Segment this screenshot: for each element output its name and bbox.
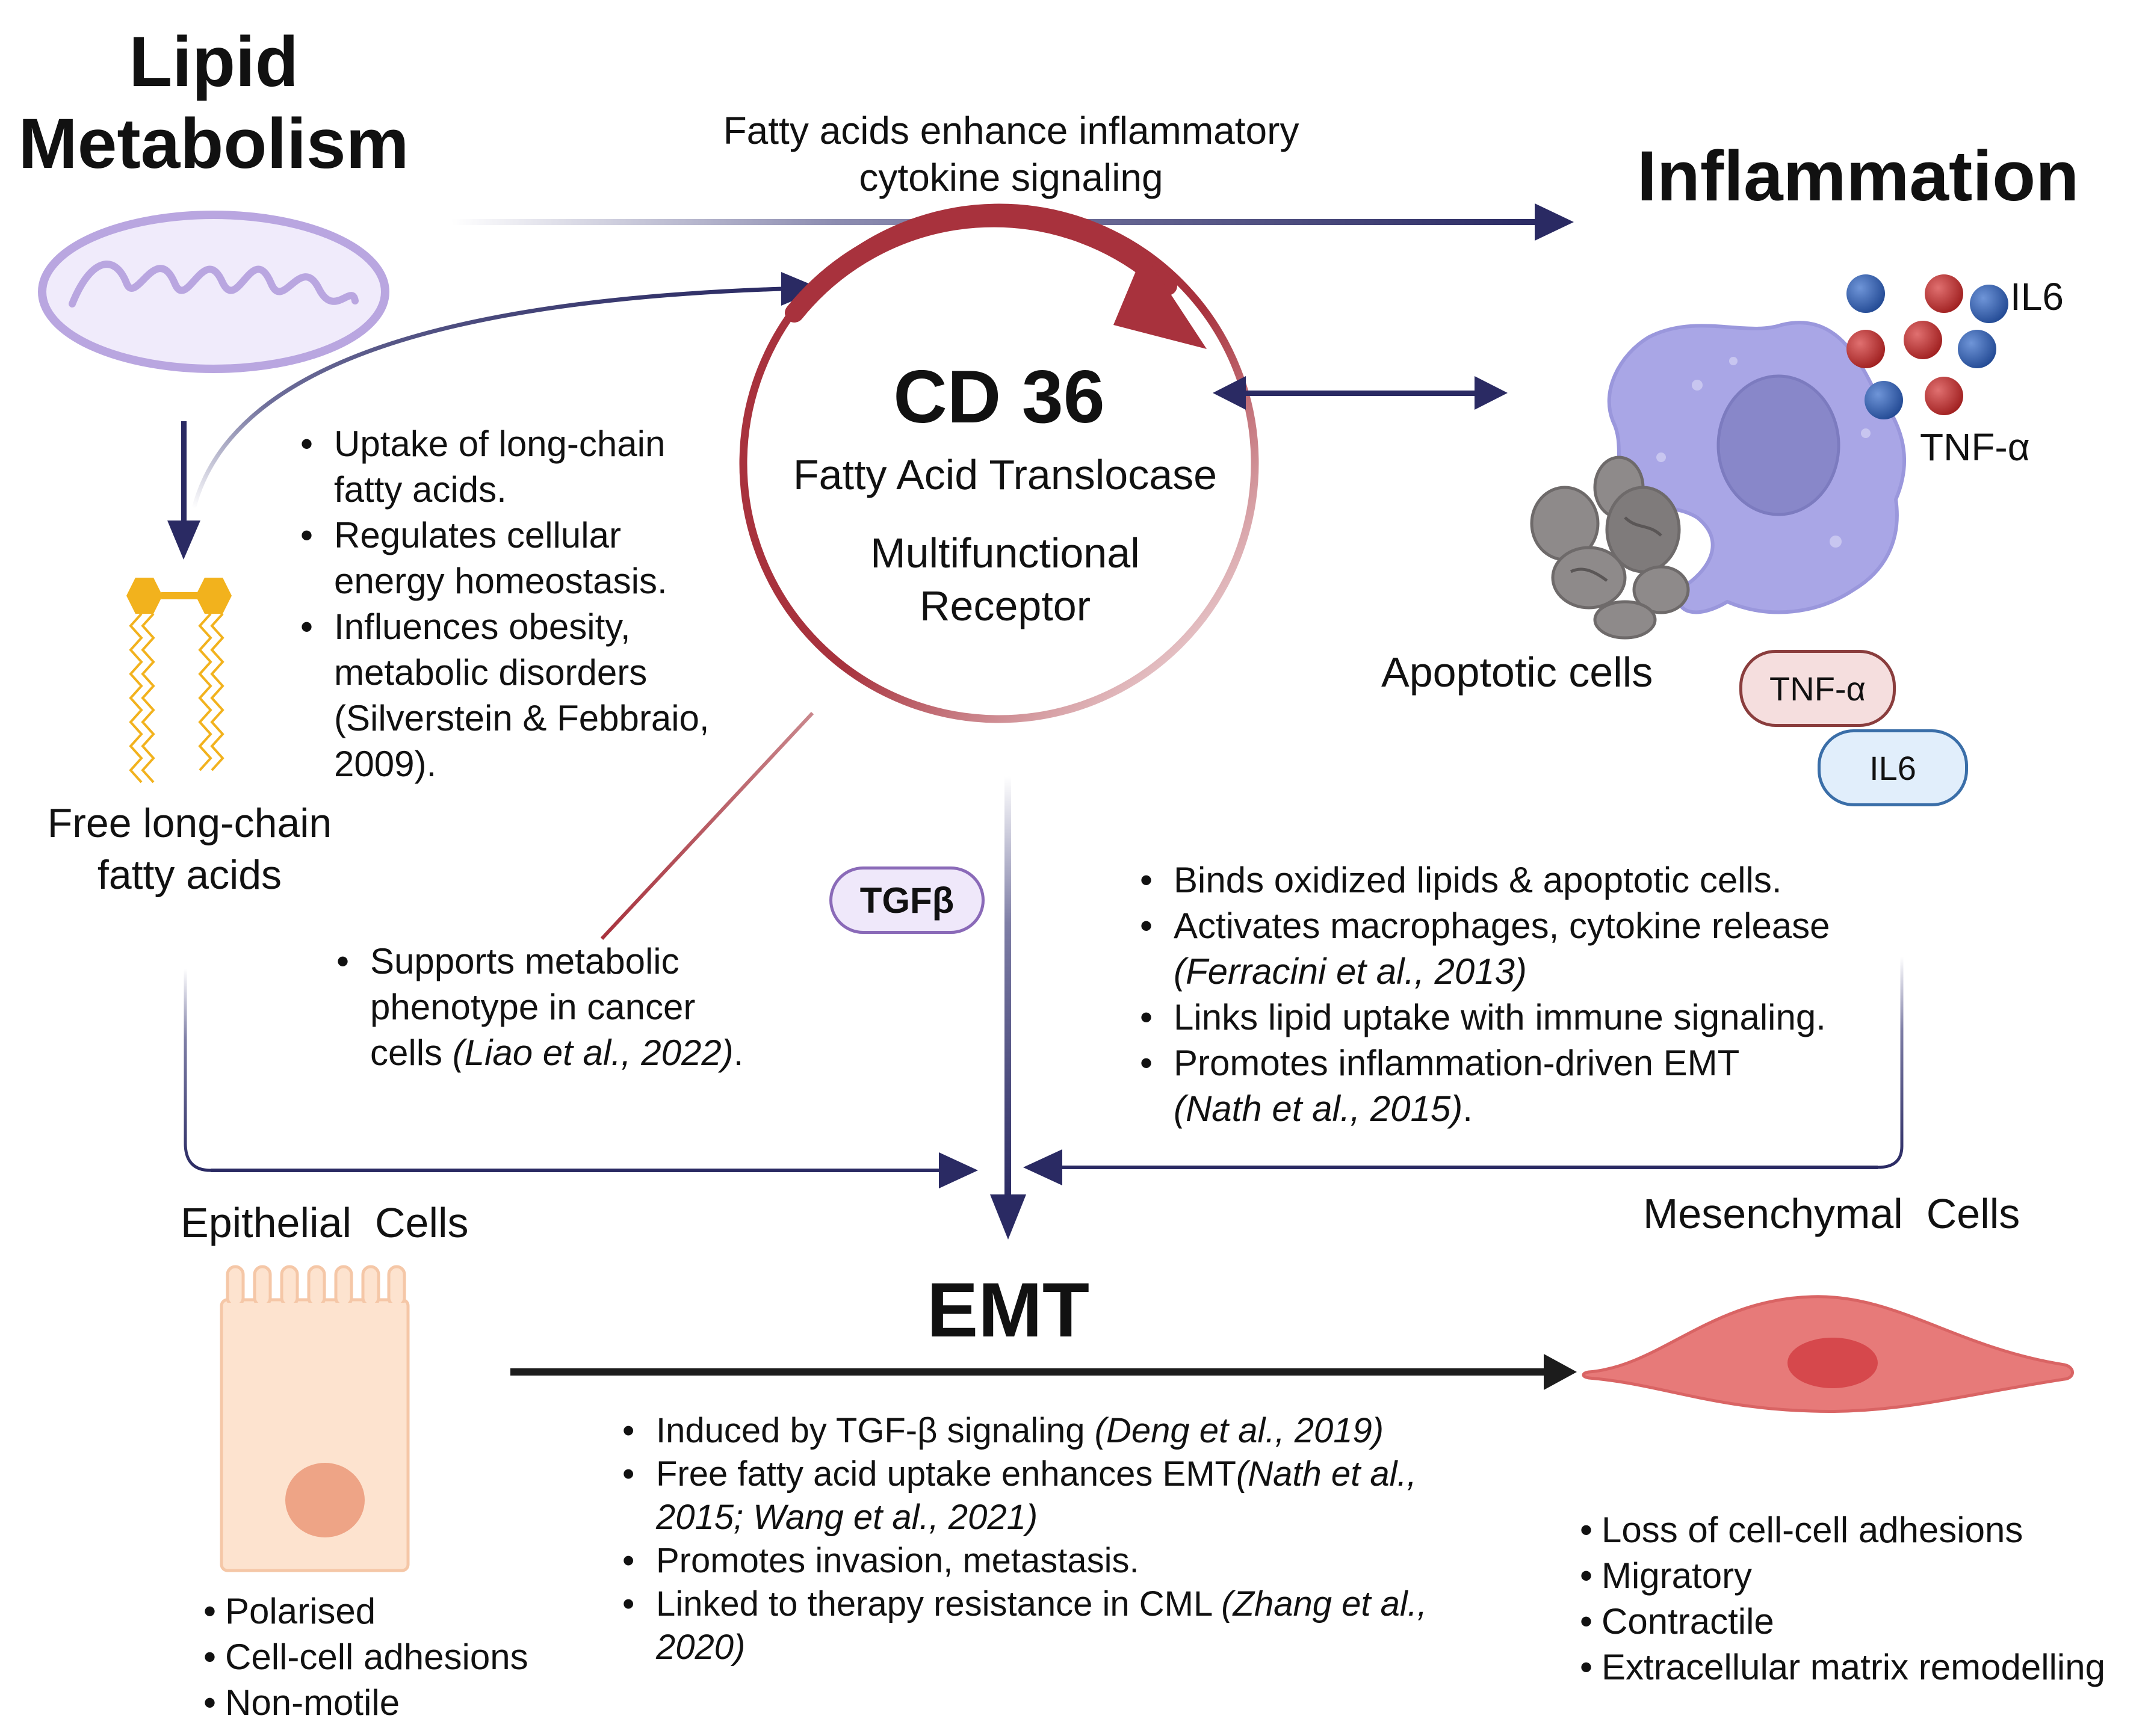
list-item: Influences obesity, metabolic disorders …: [292, 604, 710, 787]
cytokine-spheres-icon: [1846, 274, 2008, 419]
list-item: Non-motile: [203, 1680, 528, 1726]
emt-title: EMT: [926, 1267, 1090, 1353]
list-item: Migratory: [1580, 1553, 2105, 1599]
list-item: Links lipid uptake with immune signaling…: [1131, 995, 1830, 1040]
list-item: Linked to therapy resistance in CML (Zha…: [614, 1583, 1427, 1669]
il6-pill: IL6: [1818, 729, 1968, 806]
tgfb-pill: TGFβ: [829, 866, 985, 934]
tnf-alpha-pill: TNF-α: [1739, 650, 1896, 727]
mesenchymal-cells-title: Mesenchymal Cells: [1643, 1190, 2020, 1237]
fatty-acid-icon: [126, 578, 232, 783]
list-item: Regulates cellular energy homeostasis.: [292, 513, 710, 604]
list-item: Promotes inflammation-driven EMT (Nath e…: [1131, 1040, 1830, 1132]
cd36-title: CD 36: [893, 356, 1105, 439]
epithelial-properties-list: Polarised Cell-cell adhesions Non-motile: [203, 1589, 528, 1726]
list-item: Binds oxidized lipids & apoptotic cells.: [1131, 857, 1830, 903]
list-item: Uptake of long-chain fatty acids.: [292, 421, 710, 513]
il6-label: IL6: [2010, 275, 2064, 318]
cd36-subtitle-line1: Fatty Acid Translocase: [793, 451, 1218, 498]
emt-feature-list: Induced by TGF-β signaling (Deng et al.,…: [614, 1409, 1427, 1669]
tnf-alpha-label: TNF-α: [1920, 425, 2030, 469]
free-fatty-acids-label: Free long-chain fatty acids: [47, 800, 332, 898]
cd36-metabolic-link-line: [600, 711, 814, 941]
list-item: Free fatty acid uptake enhances EMT(Nath…: [614, 1453, 1427, 1539]
list-item: Supports metabolic phenotype in cancer c…: [328, 939, 743, 1076]
inflammation-function-list: Binds oxidized lipids & apoptotic cells.…: [1131, 857, 1830, 1132]
cd36-receptor-ring: [739, 203, 1259, 723]
list-item: Promotes invasion, metastasis.: [614, 1539, 1427, 1583]
fatty-acid-to-cd36-arrow: [191, 272, 822, 509]
list-item: Activates macrophages, cytokine release …: [1131, 903, 1830, 995]
cd36-function-list: Uptake of long-chain fatty acids. Regula…: [292, 421, 710, 787]
apoptotic-bodies-icon: [1530, 456, 1690, 640]
epithelial-cells-title: Epithelial Cells: [181, 1199, 469, 1246]
cd36-subtitle-line3: Receptor: [919, 582, 1091, 629]
list-item: Induced by TGF-β signaling (Deng et al.,…: [614, 1409, 1427, 1453]
lipid-to-emt-bracket-arrow: [184, 969, 978, 1188]
list-item: Extracellular matrix remodelling: [1580, 1645, 2105, 1690]
top-arrow-label: Fatty acids enhance inflammatory cytokin…: [692, 107, 1330, 201]
lipid-down-arrow: [167, 421, 200, 560]
list-item: Contractile: [1580, 1599, 2105, 1645]
metabolic-phenotype-note: Supports metabolic phenotype in cancer c…: [328, 939, 743, 1076]
epithelial-cell-icon: [220, 1265, 410, 1572]
lipid-metabolism-title: Lipid Metabolism: [0, 21, 427, 185]
list-item: Cell-cell adhesions: [203, 1634, 528, 1680]
inflammation-to-emt-bracket-arrow: [1023, 957, 1904, 1185]
cd36-to-emt-arrow: [990, 776, 1026, 1240]
mesenchymal-properties-list: Loss of cell-cell adhesions Migratory Co…: [1580, 1507, 2105, 1690]
apoptotic-cells-label: Apoptotic cells: [1381, 649, 1653, 696]
list-item: Polarised: [203, 1589, 528, 1634]
lipid-title-line2: Metabolism: [18, 104, 409, 184]
list-item: Loss of cell-cell adhesions: [1580, 1507, 2105, 1553]
top-arrow-label-line1: Fatty acids enhance inflammatory: [723, 109, 1299, 152]
mitochondrion-icon: [38, 211, 389, 373]
mesenchymal-cell-icon: [1582, 1295, 2074, 1413]
cd36-subtitle: Fatty Acid Translocase Multifunctional R…: [776, 448, 1234, 632]
cd36-inflammation-double-arrow: [1213, 376, 1508, 410]
top-arrow-label-line2: cytokine signaling: [859, 156, 1163, 199]
cd36-subtitle-line2: Multifunctional: [870, 530, 1140, 576]
inflammation-title: Inflammation: [1637, 137, 2079, 216]
macrophage-icon: [1607, 321, 1907, 614]
emt-transition-arrow: [510, 1354, 1577, 1390]
lipid-title-line1: Lipid: [129, 22, 299, 102]
